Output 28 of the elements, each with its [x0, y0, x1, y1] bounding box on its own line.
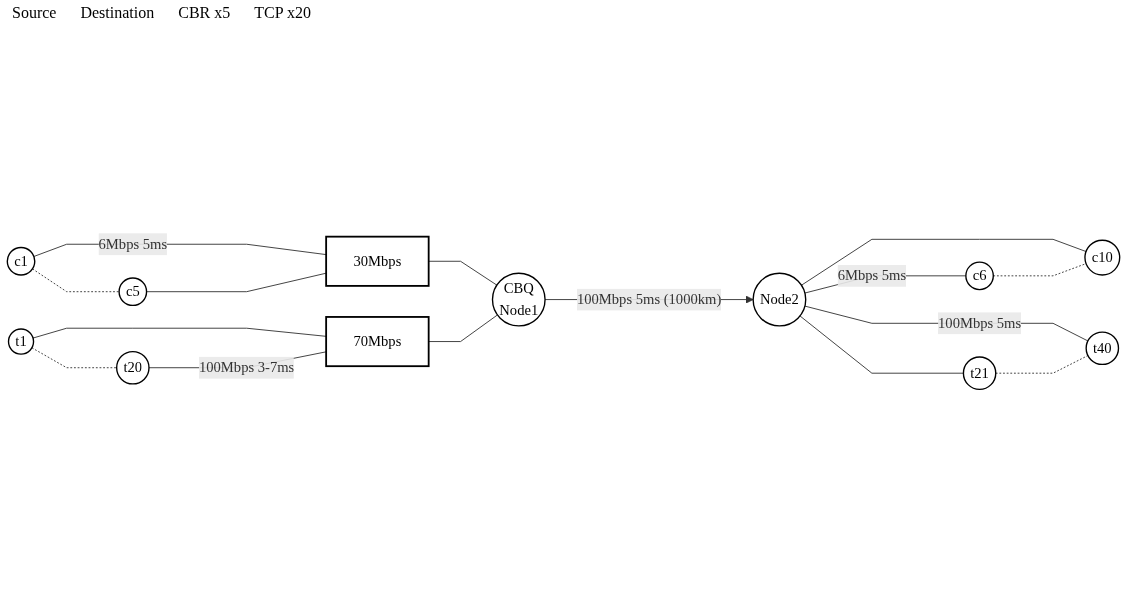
connector — [32, 327, 327, 339]
node-circle: c1 — [6, 246, 36, 276]
node-circle: CBQ Node1 — [491, 272, 546, 327]
note-label: CBR x5 — [178, 4, 231, 22]
note-label: Destination — [80, 4, 155, 22]
connector — [146, 272, 327, 292]
edge-label: 100Mbps 5ms — [938, 314, 1022, 331]
node-circle: t20 — [116, 350, 150, 385]
edge-label: 6Mbps 5ms — [98, 235, 168, 252]
edge-label: 6Mbps 5ms — [837, 267, 907, 283]
node-circle: t21 — [962, 356, 997, 390]
connector — [428, 260, 498, 286]
connector — [799, 315, 964, 374]
connector — [801, 238, 1087, 286]
note-label: TCP x20 — [254, 4, 311, 22]
node-box: 30Mbps — [325, 235, 430, 287]
node-circle: t1 — [7, 328, 35, 355]
node-circle: c5 — [118, 276, 148, 306]
node-box: 70Mbps — [325, 315, 430, 367]
connector — [804, 305, 1089, 342]
note-label: Source — [12, 4, 57, 22]
node-circle: Node2 — [752, 272, 807, 327]
edge-label: 100Mbps 3-7ms — [198, 359, 295, 375]
node-circle: t40 — [1085, 331, 1120, 365]
edge-label: 100Mbps 5ms (1000km) — [576, 291, 722, 307]
node-circle: c10 — [1084, 239, 1121, 276]
node-circle: c6 — [965, 261, 994, 290]
connector — [428, 314, 498, 342]
